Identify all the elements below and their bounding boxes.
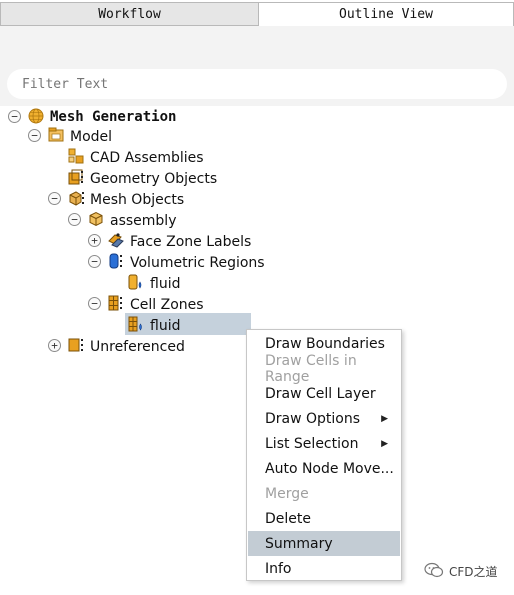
- menu-item-label: Info: [265, 560, 292, 577]
- collapse-toggle-mesh-objects[interactable]: −: [48, 192, 61, 205]
- model-icon: [48, 127, 64, 143]
- tree-item-label: CAD Assemblies: [90, 149, 204, 166]
- menu-item-label: Draw Cell Layer: [265, 385, 376, 402]
- tree-item-volumetric-regions[interactable]: Volumetric Regions: [130, 252, 265, 273]
- menu-item-summary[interactable]: Summary: [248, 531, 400, 556]
- menu-item-delete[interactable]: Delete: [248, 506, 400, 531]
- tree-item-label: assembly: [110, 212, 177, 229]
- menu-item-label: Draw Cells in Range: [265, 352, 357, 385]
- menu-item-merge: Merge: [248, 481, 400, 506]
- tree-item-assembly[interactable]: assembly: [110, 210, 176, 231]
- tree-item-volumetric-fluid[interactable]: fluid: [150, 273, 180, 294]
- tree-item-cad-assemblies[interactable]: CAD Assemblies: [90, 147, 204, 168]
- assembly-cube-icon: [88, 211, 104, 227]
- geometry-objects-icon: [68, 169, 84, 185]
- tree-item-cell-zone-fluid[interactable]: fluid: [150, 315, 180, 336]
- menu-item-label: List Selection: [265, 435, 359, 452]
- menu-item-draw-boundaries[interactable]: Draw Boundaries: [248, 331, 400, 356]
- watermark-text: CFD之道: [449, 565, 498, 579]
- tree-item-label: Unreferenced: [90, 338, 185, 355]
- tab-outline-view[interactable]: Outline View: [258, 2, 514, 26]
- menu-item-draw-cell-layer[interactable]: Draw Cell Layer: [248, 381, 400, 406]
- globe-icon: [28, 108, 44, 124]
- tree-item-label: Mesh Objects: [90, 191, 185, 208]
- tab-workflow[interactable]: Workflow: [0, 2, 258, 26]
- watermark: CFD之道: [424, 562, 498, 581]
- tab-bar: Workflow Outline View: [0, 0, 514, 26]
- menu-item-label: Auto Node Move...: [265, 460, 394, 477]
- tree-item-label: Model: [70, 128, 113, 145]
- tree-item-label: Cell Zones: [130, 296, 204, 313]
- tree-item-unreferenced[interactable]: Unreferenced: [90, 336, 185, 357]
- cell-zones-icon: [108, 295, 124, 311]
- menu-item-auto-node-move[interactable]: Auto Node Move...: [248, 456, 400, 481]
- fluid-cell-zone-icon: [128, 316, 144, 332]
- tree-item-label: fluid: [150, 317, 181, 334]
- unreferenced-icon: [68, 337, 84, 353]
- menu-item-label: Summary: [265, 535, 333, 552]
- face-zone-labels-icon: [108, 232, 124, 248]
- tree-item-label: Mesh Generation: [50, 108, 177, 125]
- tree-item-geometry-objects[interactable]: Geometry Objects: [90, 168, 217, 189]
- tree-item-face-zone-labels[interactable]: Face Zone Labels: [130, 231, 251, 252]
- volumetric-regions-icon: [108, 253, 124, 269]
- tree-item-cell-zones[interactable]: Cell Zones: [130, 294, 204, 315]
- expand-toggle-face-zone-labels[interactable]: +: [88, 234, 101, 247]
- fluid-region-icon: [128, 274, 144, 290]
- tree-item-model[interactable]: Model: [70, 126, 112, 147]
- tree-item-mesh-generation[interactable]: Mesh Generation: [50, 106, 176, 127]
- tree-item-label: fluid: [150, 275, 181, 292]
- cad-assemblies-icon: [68, 148, 84, 164]
- submenu-arrow-icon: ▶: [381, 438, 388, 449]
- menu-item-label: Draw Options: [265, 410, 361, 427]
- menu-item-label: Merge: [265, 485, 309, 502]
- collapse-toggle-assembly[interactable]: −: [68, 213, 81, 226]
- collapse-toggle-cell-zones[interactable]: −: [88, 297, 101, 310]
- tree-item-label: Face Zone Labels: [130, 233, 252, 250]
- menu-item-label: Draw Boundaries: [265, 335, 385, 352]
- context-menu: Draw Boundaries Draw Cells in Range Draw…: [246, 329, 402, 581]
- selection-highlight: [125, 313, 251, 335]
- mesh-objects-icon: [68, 190, 84, 206]
- collapse-toggle-mesh-generation[interactable]: −: [8, 110, 21, 123]
- menu-item-draw-cells-in-range: Draw Cells in Range: [248, 353, 400, 385]
- tree-item-label: Volumetric Regions: [130, 254, 265, 271]
- menu-item-info[interactable]: Info: [248, 556, 400, 581]
- collapse-toggle-volumetric-regions[interactable]: −: [88, 255, 101, 268]
- tree-item-mesh-objects[interactable]: Mesh Objects: [90, 189, 184, 210]
- menu-item-draw-options[interactable]: Draw Options ▶: [248, 406, 400, 431]
- filter-text-input[interactable]: [7, 69, 507, 99]
- tree-item-label: Geometry Objects: [90, 170, 218, 187]
- menu-item-list-selection[interactable]: List Selection ▶: [248, 431, 400, 456]
- collapse-toggle-model[interactable]: −: [28, 129, 41, 142]
- wechat-icon: [424, 562, 444, 581]
- expand-toggle-unreferenced[interactable]: +: [48, 339, 61, 352]
- submenu-arrow-icon: ▶: [381, 413, 388, 424]
- menu-item-label: Delete: [265, 510, 311, 527]
